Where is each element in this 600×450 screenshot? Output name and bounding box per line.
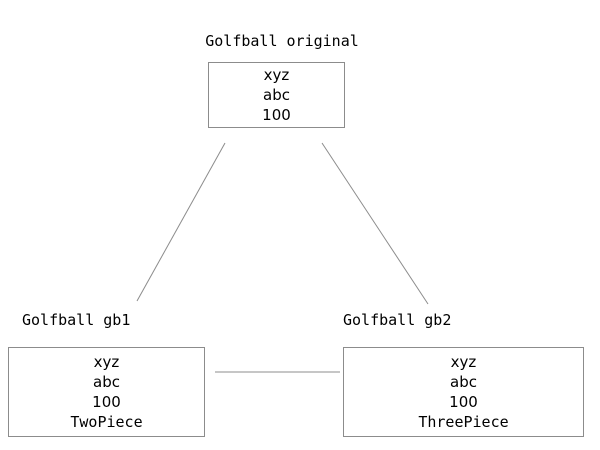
attribute-value: 100 xyxy=(262,106,291,124)
object-box-gb2[interactable]: xyz abc 100 ThreePiece xyxy=(343,347,584,437)
attribute-value: abc xyxy=(93,373,120,391)
edge-root-to-gb1 xyxy=(136,142,226,302)
attribute-value: ThreePiece xyxy=(418,413,509,431)
attribute-value: xyz xyxy=(93,353,120,371)
attribute-value: xyz xyxy=(450,353,477,371)
object-label-root: Golfball original xyxy=(205,32,359,50)
object-box-gb1[interactable]: xyz abc 100 TwoPiece xyxy=(8,347,205,437)
attribute-value: 100 xyxy=(92,393,121,411)
object-label-gb1: Golfball gb1 xyxy=(22,311,131,329)
attribute-value: xyz xyxy=(263,66,290,84)
object-box-root[interactable]: xyz abc 100 xyxy=(208,62,345,128)
object-label-gb2: Golfball gb2 xyxy=(343,311,452,329)
attribute-value: abc xyxy=(263,86,290,104)
edge-root-to-gb2 xyxy=(321,142,429,305)
attribute-value: abc xyxy=(450,373,477,391)
attribute-value: TwoPiece xyxy=(70,413,143,431)
attribute-value: 100 xyxy=(449,393,478,411)
